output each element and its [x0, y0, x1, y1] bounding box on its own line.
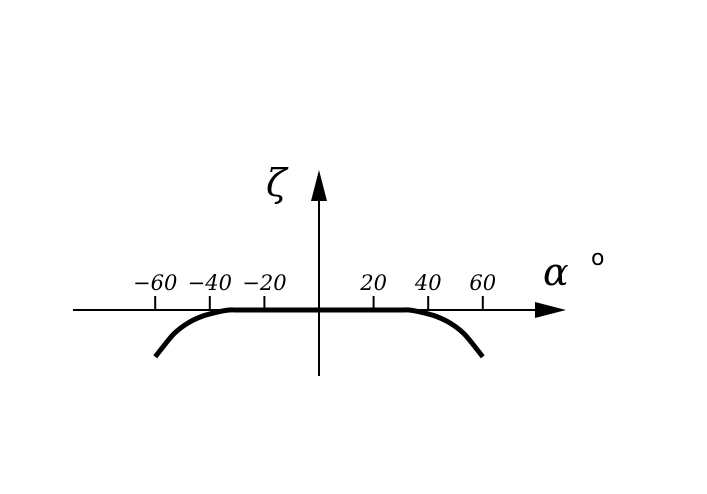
y-axis-arrowhead	[311, 170, 327, 201]
x-ticks: −60 −40 −20 20 40 60	[133, 271, 496, 310]
x-tick-label: −60	[133, 271, 177, 295]
x-tick-label: −40	[188, 271, 232, 295]
series-line	[153, 307, 485, 359]
x-axis-unit: o	[591, 246, 604, 271]
x-axis-label: α	[543, 250, 569, 294]
x-tick-label: 20	[359, 271, 387, 295]
x-tick-label: 60	[469, 271, 496, 295]
x-tick-label: 40	[414, 271, 442, 295]
series-layer	[153, 307, 485, 359]
y-axis-label: ζ	[266, 161, 289, 205]
x-tick-label: −20	[242, 271, 286, 295]
x-axis-arrowhead	[535, 302, 566, 318]
